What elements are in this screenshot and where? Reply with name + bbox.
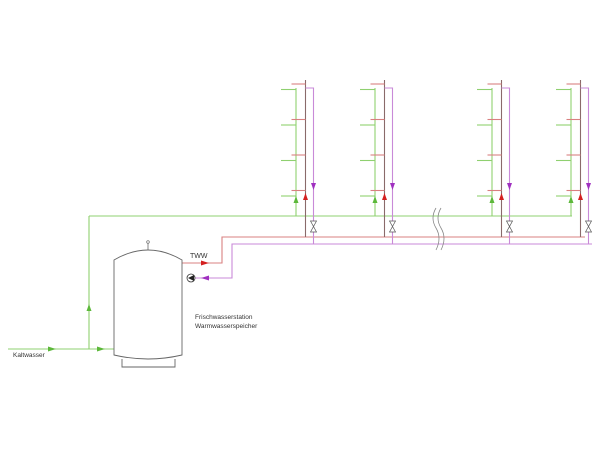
hot-water-label: TWW <box>190 253 208 260</box>
pipe-break-icon <box>432 207 440 251</box>
flow-arrow-icon <box>303 193 308 200</box>
flow-arrow-icon <box>499 193 504 200</box>
riser-3-circulation <box>501 87 511 244</box>
valve-icon <box>388 220 397 233</box>
pump-direction-icon <box>188 275 194 281</box>
flow-arrow-icon <box>201 260 209 266</box>
flow-arrow-icon <box>586 183 591 190</box>
flow-arrow-icon <box>578 193 583 200</box>
flow-arrow-icon <box>390 183 395 190</box>
flow-arrow-icon <box>568 196 574 203</box>
valve-icon <box>505 220 514 233</box>
flow-arrow-icon <box>201 275 209 281</box>
flow-arrow-icon <box>382 193 387 200</box>
valve-icon <box>584 220 593 233</box>
flow-arrow-icon <box>48 346 56 352</box>
valve-icon <box>309 220 318 233</box>
pipe-break-icon <box>437 207 445 251</box>
vent-icon <box>146 240 150 244</box>
flow-arrow-icon <box>293 196 299 203</box>
storage-tank <box>113 249 183 360</box>
circulation-main <box>190 243 592 279</box>
station-label-line2: Warmwasserspeicher <box>195 323 258 330</box>
flow-arrow-icon <box>311 183 316 190</box>
station-label-line1: Frischwasserstation <box>195 314 253 321</box>
riser-1-circulation <box>305 87 315 244</box>
flow-arrow-icon <box>86 304 92 311</box>
cold-water-label: Kaltwasser <box>13 352 45 359</box>
tank-base <box>121 359 176 368</box>
hot-water-main <box>182 236 585 264</box>
riser-4-circulation <box>580 87 590 244</box>
flow-arrow-icon <box>489 196 495 203</box>
flow-arrow-icon <box>97 346 105 352</box>
riser-2-circulation <box>384 87 394 244</box>
flow-arrow-icon <box>372 196 378 203</box>
flow-arrow-icon <box>507 183 512 190</box>
